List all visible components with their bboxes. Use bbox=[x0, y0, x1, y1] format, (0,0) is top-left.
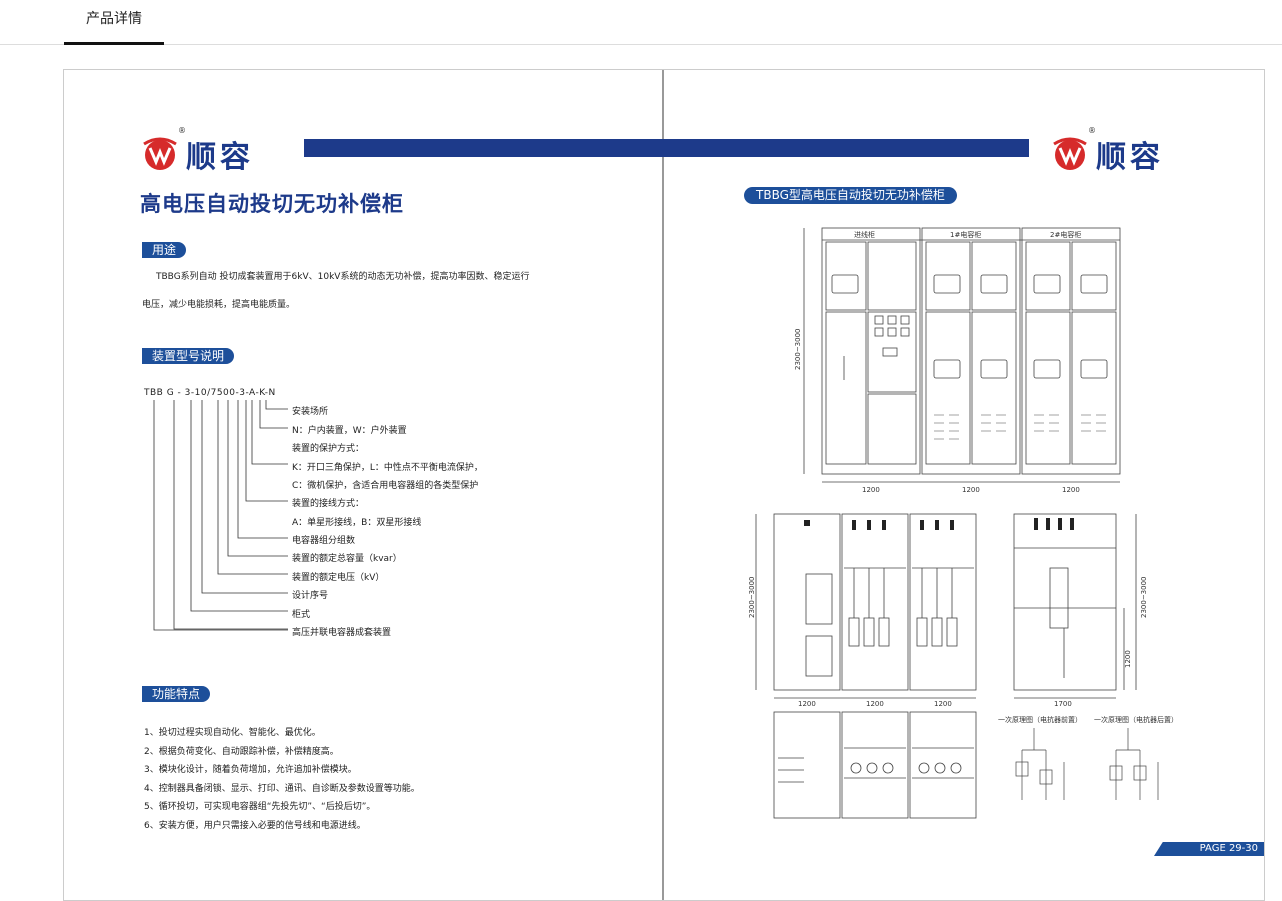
schematic-label-rear: 一次原理图（电抗器后置） bbox=[1094, 715, 1178, 724]
feature-item: 5、循环投切，可实现电容器组“先投先切”、“后投后切”。 bbox=[144, 802, 376, 812]
page-fold bbox=[662, 70, 664, 900]
registered-mark: ® bbox=[178, 126, 186, 135]
width-dim: 1200 bbox=[798, 700, 816, 708]
sub-dim: 1200 bbox=[1124, 650, 1132, 668]
model-legend-brackets bbox=[153, 400, 288, 631]
features-heading: 功能特点 bbox=[142, 686, 211, 702]
brand-logo-right: ® 顺容 bbox=[1050, 126, 1164, 176]
side-view-drawing: 2300~3000 1200 1700 bbox=[1013, 513, 1148, 708]
width-dim: 1200 bbox=[866, 700, 884, 708]
usage-line-1: TBBG系列自动 投切成套装置用于6kV、10kV系统的动态无功补偿，提高功率因… bbox=[156, 272, 530, 282]
tab-bar: 产品详情 bbox=[0, 0, 1282, 45]
page-number-tag: PAGE 29-30 bbox=[1154, 842, 1264, 856]
catalog-spread: ® 顺容 高电压自动投切无功补偿柜 用途 TBBG系列自动 投切成套装置用于6k… bbox=[63, 69, 1265, 901]
depth-dim: 1700 bbox=[1054, 700, 1072, 708]
legend-line-8: 装置的额定总容量（kvar） bbox=[292, 554, 402, 564]
feature-item: 2、根据负荷变化、自动跟踪补偿，补偿精度高。 bbox=[144, 747, 339, 757]
legend-line-2: 装置的保护方式： bbox=[292, 444, 365, 454]
drawing-title: TBBG型高电压自动投切无功补偿柜 bbox=[744, 187, 957, 204]
cab-label-cap2: 2#电容柜 bbox=[1050, 230, 1081, 239]
usage-line-2: 电压，减少电能损耗，提高电能质量。 bbox=[142, 300, 296, 310]
feature-item: 6、安装方便，用户只需接入必要的信号线和电源进线。 bbox=[144, 821, 366, 831]
cab-label-cap1: 1#电容柜 bbox=[950, 230, 981, 239]
model-heading: 装置型号说明 bbox=[142, 348, 235, 364]
legend-line-6: A：单星形接线，B：双星形接线 bbox=[292, 518, 422, 528]
width-dim: 1200 bbox=[934, 700, 952, 708]
width-dim: 1200 bbox=[1062, 486, 1080, 494]
legend-line-5: 装置的接线方式： bbox=[292, 499, 365, 509]
legend-line-4: C：微机保护，含适合用电容器组的各类型保护 bbox=[292, 481, 479, 491]
width-dim: 1200 bbox=[862, 486, 880, 494]
model-code: TBB G - 3-10/7500-3-A-K-N bbox=[144, 388, 276, 398]
internal-view-drawing: 2300~3000 1200 1200 1200 bbox=[748, 513, 977, 708]
brand-logo-left: ® 顺容 bbox=[140, 126, 254, 176]
width-dim: 1200 bbox=[962, 486, 980, 494]
brand-mark-icon bbox=[1053, 137, 1087, 170]
tab-product-details[interactable]: 产品详情 bbox=[64, 0, 164, 45]
height-dim: 2300~3000 bbox=[748, 577, 756, 619]
legend-line-7: 电容器组分组数 bbox=[292, 536, 356, 546]
height-dim: 2300~3000 bbox=[1140, 577, 1148, 619]
legend-line-10: 设计序号 bbox=[292, 591, 329, 601]
legend-line-0: 安装场所 bbox=[292, 407, 329, 417]
brand-mark-icon bbox=[143, 137, 177, 170]
usage-heading: 用途 bbox=[142, 242, 187, 258]
legend-line-11: 柜式 bbox=[292, 610, 311, 620]
lower-view-drawing bbox=[773, 711, 977, 819]
brand-name: 顺容 bbox=[186, 140, 254, 175]
legend-line-12: 高压并联电容器成套装置 bbox=[292, 628, 392, 638]
brand-name: 顺容 bbox=[1096, 140, 1164, 175]
legend-line-1: N：户内装置，W：户外装置 bbox=[292, 426, 407, 436]
feature-item: 4、控制器具备闭锁、显示、打印、通讯、自诊断及参数设置等功能。 bbox=[144, 784, 420, 794]
cab-label-incoming: 进线柜 bbox=[854, 230, 875, 239]
legend-line-9: 装置的额定电压（kV） bbox=[292, 573, 385, 583]
front-elevation-drawing: 进线柜 1#电容柜 2#电容柜 2300~3000 1200 1200 1200 bbox=[794, 227, 1121, 494]
legend-line-3: K：开口三角保护，L：中性点不平衡电流保护， bbox=[292, 463, 483, 473]
feature-item: 3、模块化设计，随着负荷增加，允许追加补偿模块。 bbox=[144, 765, 357, 775]
schematic-drawings: 一次原理图（电抗器前置） 一次原理图（电抗器后置） bbox=[998, 715, 1178, 800]
feature-item: 1、投切过程实现自动化、智能化、最优化。 bbox=[144, 728, 321, 738]
schematic-label-front: 一次原理图（电抗器前置） bbox=[998, 715, 1082, 724]
product-title: 高电压自动投切无功补偿柜 bbox=[140, 192, 404, 216]
registered-mark: ® bbox=[1088, 126, 1096, 135]
header-bar bbox=[304, 139, 1029, 157]
height-dim: 2300~3000 bbox=[794, 329, 802, 371]
